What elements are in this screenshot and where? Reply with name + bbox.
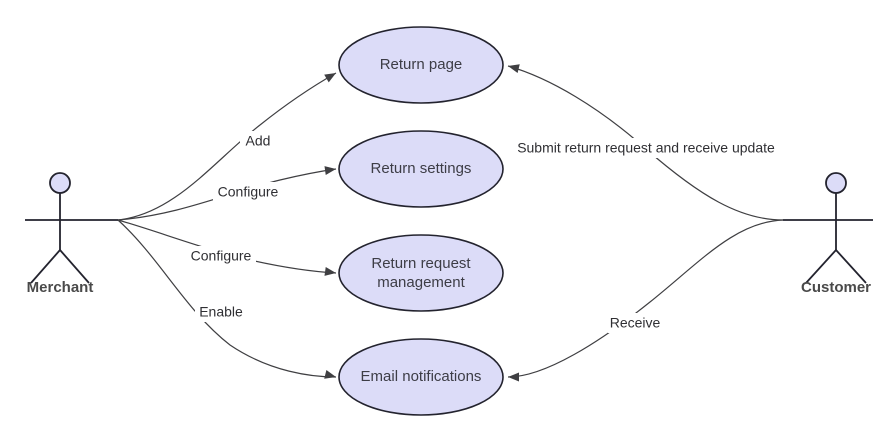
edge-label-text: Enable [199,304,243,320]
use-case-ellipse[interactable] [338,26,504,104]
edge-path [117,219,337,378]
arrowhead-icon [324,369,336,379]
edges-layer [117,64,784,382]
arrowhead-icon [508,64,520,74]
use-case-label: Return page [380,56,463,73]
actor-name-label: Merchant [27,279,94,296]
actor-name-label: Customer [801,279,871,296]
edge-merchant-enable-email-notifications [117,219,337,379]
edge-label-text: Configure [191,248,252,264]
edge-label-background [213,182,283,202]
edge-label-background [608,313,662,333]
edge-label-text: Add [246,133,271,149]
edge-label-merchant-enable-email-notifications: Enable [195,302,247,322]
use-case-return-page[interactable]: Return page [338,26,504,104]
actor-head-icon [825,172,847,194]
use-case-ellipse[interactable] [338,338,504,416]
actor-merchant[interactable]: Merchant [25,172,118,296]
use-case-ellipse[interactable] [338,234,504,312]
edge-label-merchant-configure-return-settings: Configure [213,182,283,202]
actor-left-leg-line [30,249,61,284]
edge-label-customer-submit-return-page: Submit return request and receive update [515,138,777,158]
edge-label-background [240,131,276,151]
use-case-return-settings[interactable]: Return settings [338,130,504,208]
actor-right-leg-line [835,249,867,284]
arrowhead-icon [508,372,519,382]
actor-customer[interactable]: Customer [783,172,873,296]
actor-head-icon [49,172,71,194]
use-case-label: Email notifications [361,368,482,385]
actors-layer: Merchant Customer [25,172,873,296]
edge-customer-receive-email-notifications [507,219,784,382]
edge-label-merchant-configure-return-request-management: Configure [186,246,256,266]
edge-label-text: Configure [218,184,279,200]
actor-right-leg-line [59,249,90,284]
arrowhead-icon [324,267,336,276]
arrowhead-icon [324,73,336,83]
use-case-email-notifications[interactable]: Email notifications [338,338,504,416]
actor-left-leg-line [805,249,837,284]
use-case-ellipse[interactable] [338,130,504,208]
edge-label-background [186,246,256,266]
edge-label-merchant-add-return-page: Add [240,131,276,151]
edge-label-customer-receive-email-notifications: Receive [608,313,662,333]
edge-label-text: Submit return request and receive update [517,140,775,156]
edge-path [507,219,784,378]
use-case-label: Return settings [371,160,472,177]
arrowhead-icon [324,166,336,175]
edge-label-background [515,138,777,158]
edge-label-text: Receive [610,315,661,331]
edge-label-background [195,302,247,322]
